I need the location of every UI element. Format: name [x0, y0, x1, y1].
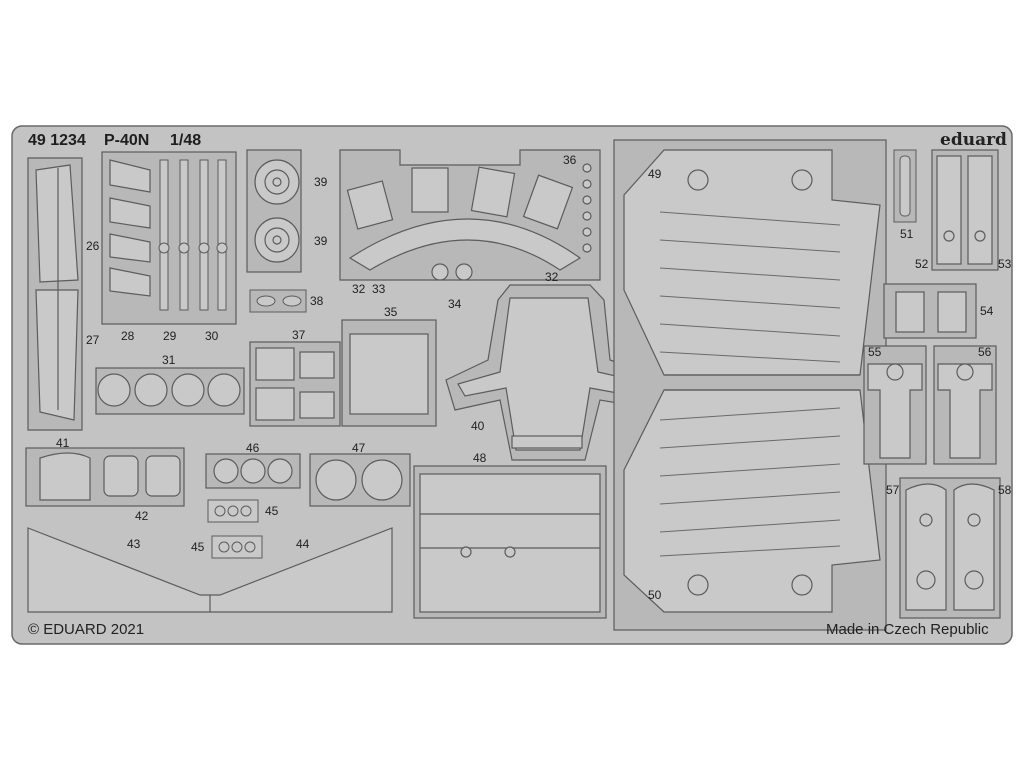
scale-label: 1/48 [170, 132, 202, 149]
part-51 [893, 149, 917, 223]
part-label-45b: 45 [191, 540, 205, 554]
part-label-36: 36 [563, 153, 577, 167]
part-label-43: 43 [127, 537, 141, 551]
part-label-32a: 32 [352, 282, 366, 296]
part-48 [413, 465, 607, 619]
part-54 [883, 283, 977, 339]
part-46 [205, 453, 301, 489]
part-45 [207, 499, 263, 559]
part-label-40: 40 [471, 419, 485, 433]
part-label-30: 30 [205, 329, 219, 343]
part-label-47: 47 [352, 441, 366, 455]
part-label-34: 34 [448, 297, 462, 311]
part-31 [95, 367, 245, 415]
part-label-54: 54 [980, 304, 994, 318]
part-label-49: 49 [648, 167, 662, 181]
part-43-44 [27, 527, 393, 613]
part-41-42 [25, 447, 185, 507]
part-37 [249, 341, 341, 427]
part-label-44: 44 [296, 537, 310, 551]
wing-panel-lines [659, 211, 841, 557]
part-57-58 [899, 477, 1001, 619]
part-35 [341, 319, 437, 427]
part-label-28: 28 [121, 329, 135, 343]
part-label-32b: 32 [545, 270, 559, 284]
part-label-31: 31 [162, 353, 176, 367]
part-label-50: 50 [648, 588, 662, 602]
part-label-52: 52 [915, 257, 929, 271]
part-label-58: 58 [998, 483, 1012, 497]
part-label-51: 51 [900, 227, 914, 241]
origin-text: Made in Czech Republic [826, 621, 989, 638]
part-26-27 [27, 157, 83, 431]
brand-logo: eduard [940, 130, 1007, 150]
part-32-36-panel [339, 149, 601, 281]
part-55-56 [863, 345, 997, 465]
part-label-29: 29 [163, 329, 177, 343]
part-28 [101, 151, 237, 325]
part-47 [309, 453, 411, 507]
part-label-55: 55 [868, 345, 882, 359]
part-label-38: 38 [310, 294, 324, 308]
part-label-46: 46 [246, 441, 260, 455]
part-label-41: 41 [56, 436, 70, 450]
part-52-53 [931, 149, 999, 271]
part-label-35: 35 [384, 305, 398, 319]
part-label-48: 48 [473, 451, 487, 465]
part-29-30 [158, 159, 228, 311]
part-label-42: 42 [135, 509, 149, 523]
copyright-text: © EDUARD 2021 [28, 621, 145, 638]
part-39 [246, 149, 302, 273]
part-label-26: 26 [86, 239, 100, 253]
aircraft-name: P-40N [104, 132, 150, 149]
part-label-39a: 39 [314, 175, 328, 189]
part-label-39b: 39 [314, 234, 328, 248]
part-label-53: 53 [998, 257, 1012, 271]
part-label-33: 33 [372, 282, 386, 296]
part-49-50-wing [613, 139, 887, 631]
part-label-27: 27 [86, 333, 100, 347]
part-label-37: 37 [292, 328, 306, 342]
part-label-57: 57 [886, 483, 900, 497]
part-label-45a: 45 [265, 504, 279, 518]
product-code: 49 1234 [28, 132, 86, 149]
part-38 [249, 289, 307, 313]
part-label-56: 56 [978, 345, 992, 359]
